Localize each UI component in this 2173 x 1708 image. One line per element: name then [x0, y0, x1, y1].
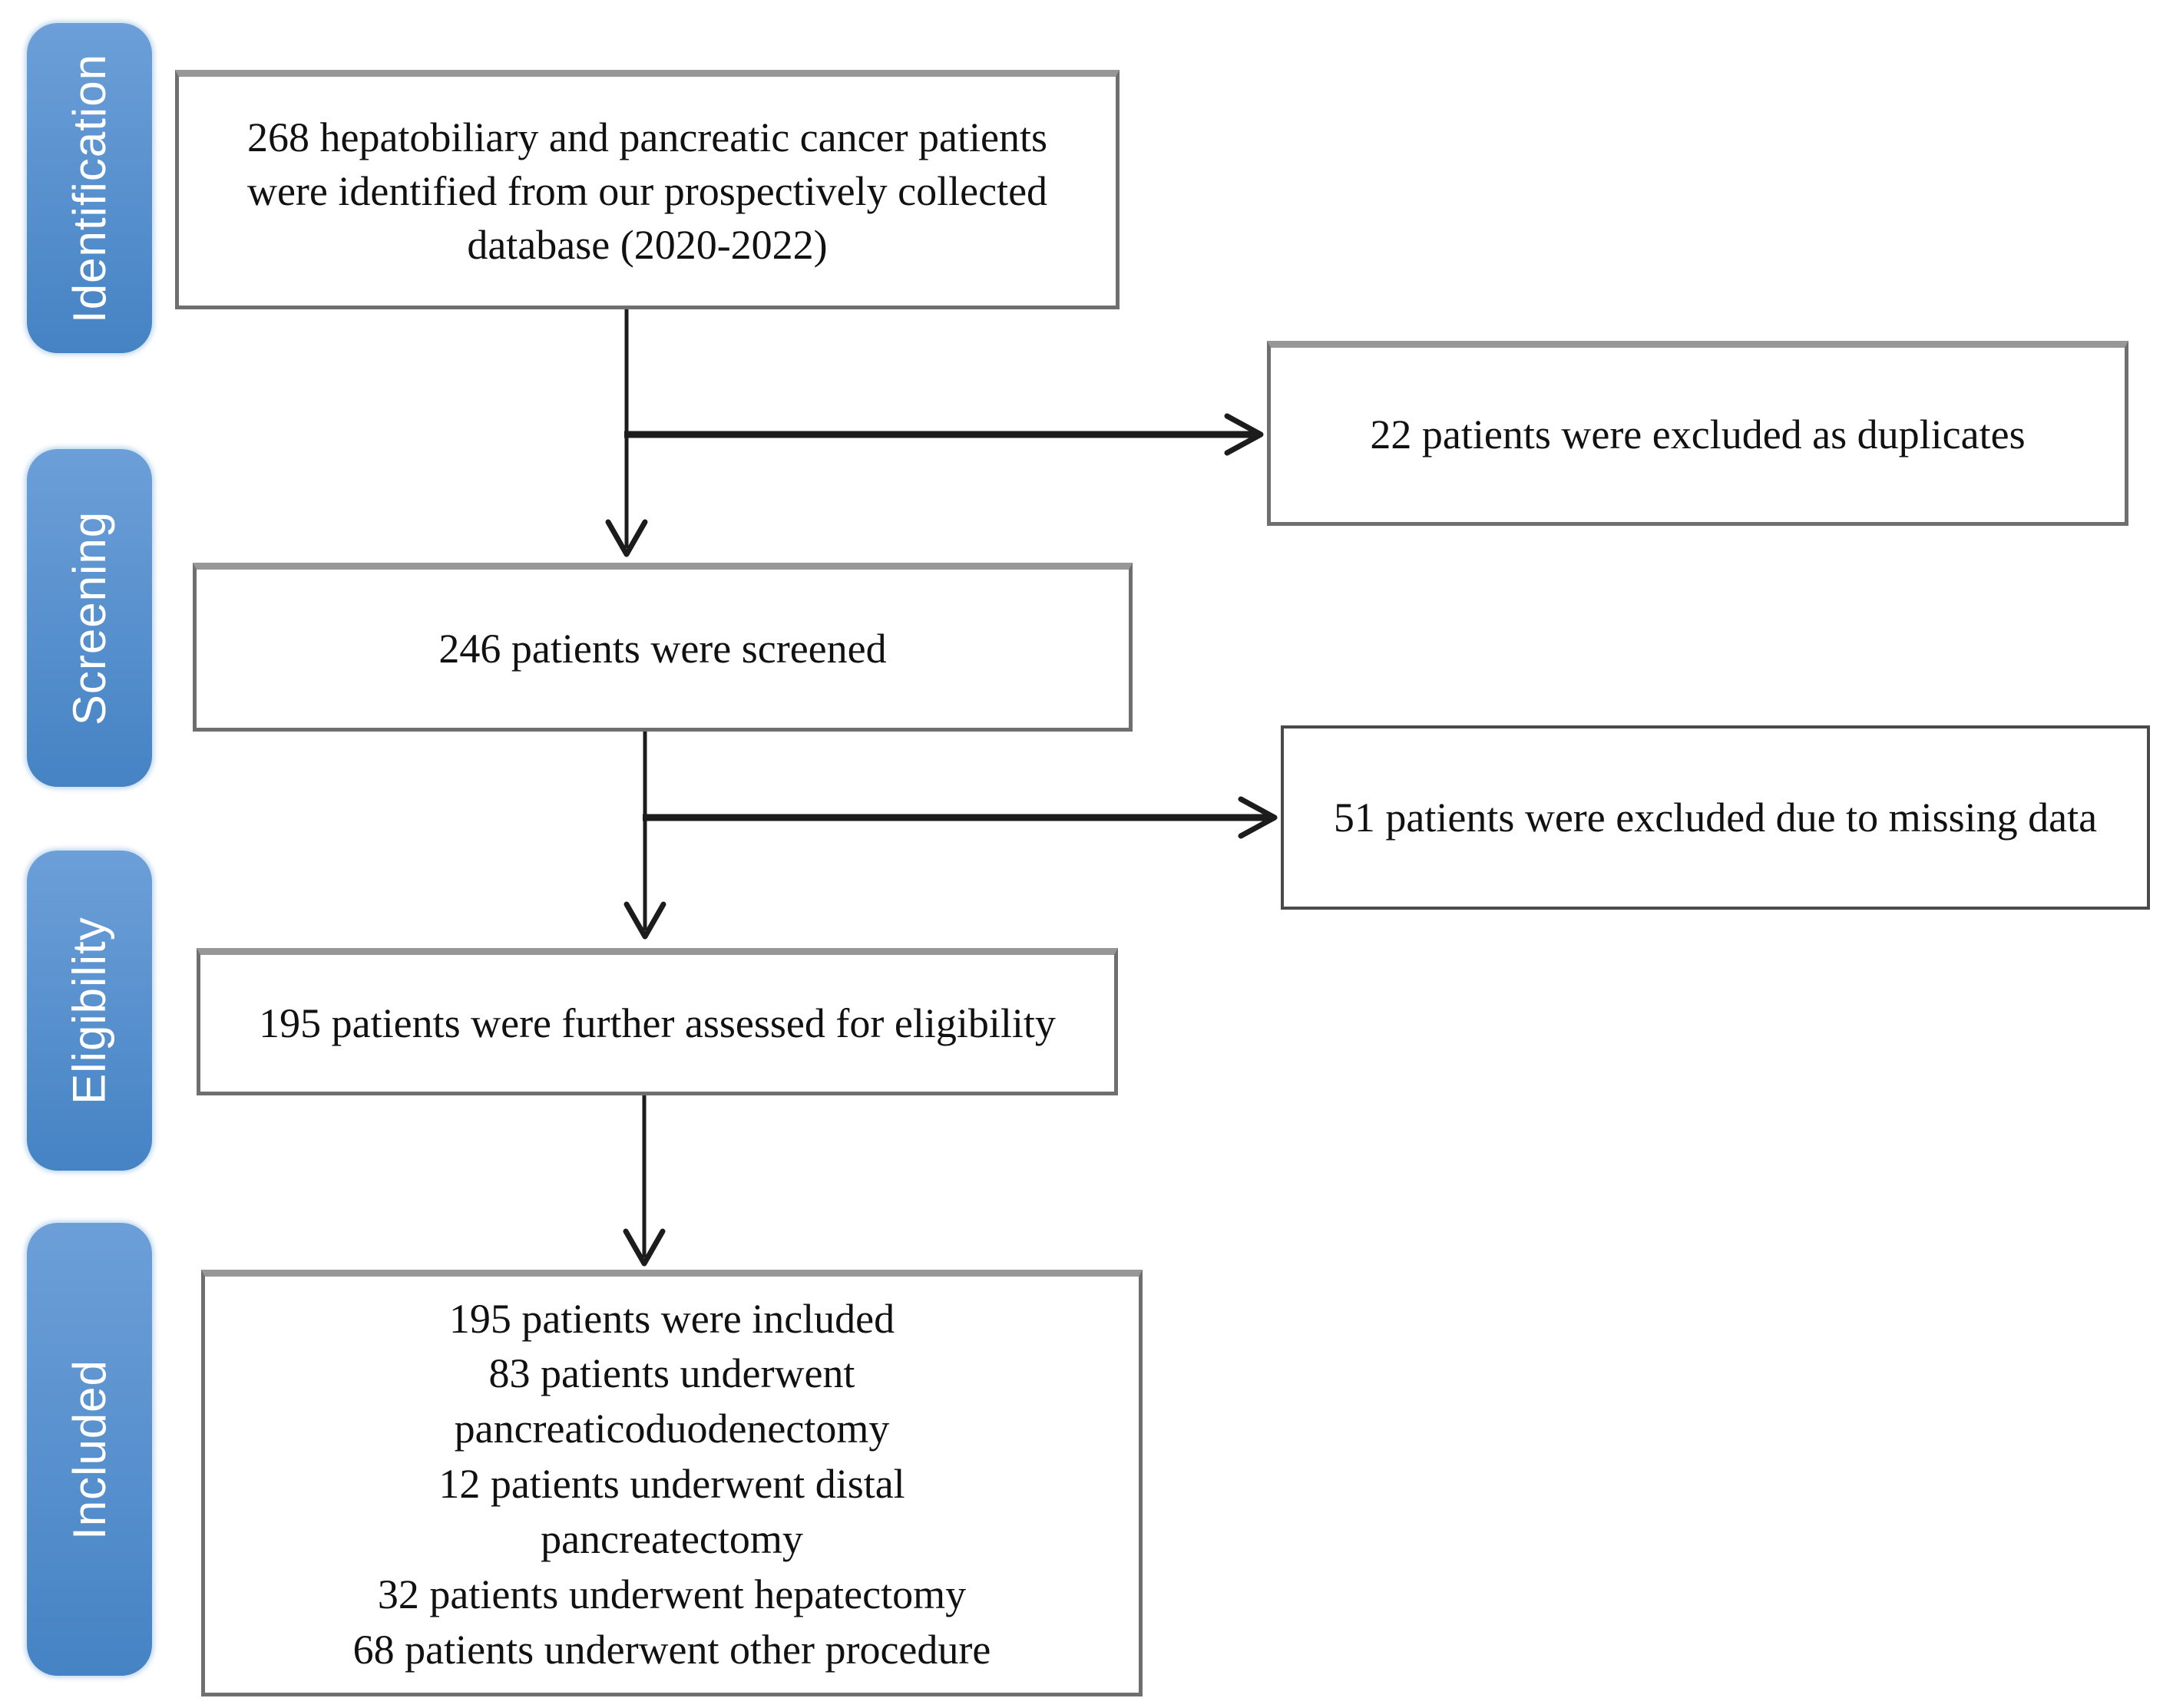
stage-label-included: Included	[64, 1359, 116, 1540]
box-identified-text: 268 hepatobiliary and pancreatic cancer …	[246, 114, 1048, 269]
box-excluded-missing-data-text: 51 patients were excluded due to missing…	[1333, 794, 2098, 841]
included-line: 195 patients were included	[448, 1295, 895, 1342]
included-line: pancreatectomy	[541, 1515, 803, 1562]
arrow-to-duplicates-head	[1224, 413, 1264, 456]
arrow-to-missing-head	[1238, 796, 1278, 839]
box-included-summary: 195 patients were included 83 patients u…	[201, 1270, 1143, 1696]
stage-label-screening: Screening	[64, 510, 115, 725]
stage-pill-identification: Identification	[27, 23, 152, 353]
box-screened: 246 patients were screened	[193, 563, 1133, 732]
box-assessed-eligibility: 195 patients were further assessed for e…	[197, 948, 1118, 1095]
stage-label-eligibility: Eligibility	[64, 917, 116, 1105]
box-excluded-missing-data: 51 patients were excluded due to missing…	[1281, 725, 2150, 910]
box-identified: 268 hepatobiliary and pancreatic cancer …	[175, 70, 1120, 309]
included-line: 68 patients underwent other procedure	[352, 1626, 991, 1673]
box-excluded-duplicates: 22 patients were excluded as duplicates	[1267, 341, 2128, 526]
box-excluded-duplicates-text: 22 patients were excluded as duplicates	[1370, 411, 2026, 458]
stage-pill-included: Included	[27, 1223, 152, 1676]
arrow-screened-to-assessed-head	[623, 901, 666, 940]
box-included-summary-text: 195 patients were included 83 patients u…	[205, 1292, 1139, 1678]
included-line: 83 patients underwent	[488, 1350, 855, 1397]
box-screened-text: 246 patients were screened	[438, 625, 887, 672]
stage-label-identification: Identification	[64, 53, 116, 323]
box-assessed-eligibility-text: 195 patients were further assessed for e…	[259, 999, 1056, 1046]
included-line: pancreaticoduodenectomy	[454, 1406, 890, 1452]
arrow-identified-to-screened-head	[605, 519, 648, 557]
stage-pill-eligibility: Eligibility	[27, 851, 152, 1171]
included-line: 32 patients underwent hepatectomy	[377, 1571, 967, 1617]
arrow-assessed-to-included-head	[623, 1228, 666, 1267]
included-line: 12 patients underwent distal	[438, 1461, 905, 1508]
stage-pill-screening: Screening	[27, 449, 152, 787]
